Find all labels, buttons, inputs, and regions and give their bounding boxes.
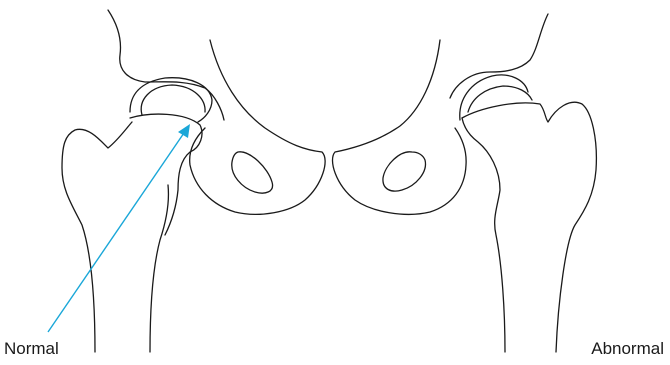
right-obturator-foramen (383, 152, 426, 191)
pointer-line (48, 130, 186, 332)
label-abnormal: Abnormal (591, 340, 664, 357)
pointer-arrowhead (178, 124, 190, 138)
right-ilium-outline (450, 14, 548, 98)
left-femur-outline (62, 122, 132, 352)
left-femur-medial (150, 185, 168, 352)
left-acetabulum-inner (141, 85, 205, 115)
label-normal: Normal (4, 340, 59, 357)
right-acetabulum-inner (468, 86, 532, 112)
right-obturator-outline (332, 40, 466, 214)
right-femur-medial (462, 118, 505, 352)
right-acetabulum (460, 75, 528, 120)
right-femoral-head (462, 102, 596, 352)
left-ilium-outline (108, 10, 224, 120)
left-obturator-foramen (232, 152, 273, 193)
left-obturator-outline (190, 40, 325, 214)
